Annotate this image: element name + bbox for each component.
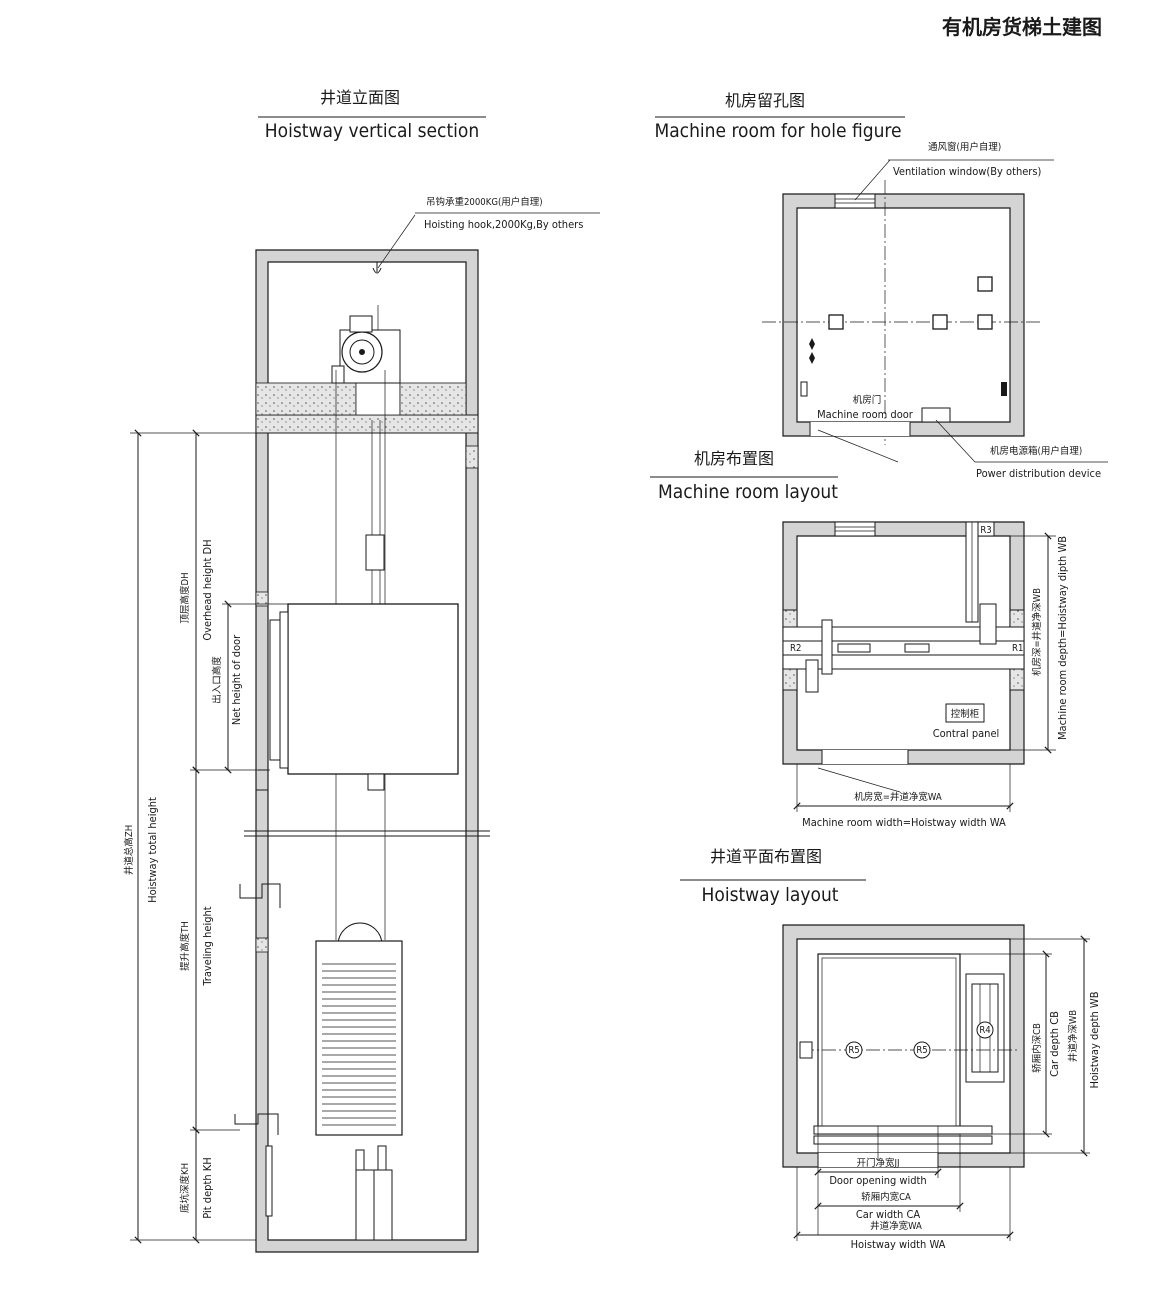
mr-width-en: Machine room width=Hoistway width WA — [802, 816, 1006, 829]
r5-label-1: R5 — [848, 1045, 859, 1056]
r4-label: R4 — [979, 1025, 990, 1036]
door-open-cn: 开门净宽JJ — [856, 1157, 899, 1169]
machine-room-hole-figure: 机房留孔图 Machine room for hole figure 通风窗(用… — [654, 91, 1108, 480]
hv-title-en: Hoistway vertical section — [265, 120, 479, 142]
pit-depth-cn: 底坑深度KH — [179, 1163, 191, 1213]
mr-door-en: Machine room door — [817, 408, 914, 421]
car-width-cn: 轿厢内宽CA — [861, 1191, 911, 1203]
vent-label-en: Ventilation window(By others) — [893, 165, 1042, 178]
car-outline — [817, 953, 961, 1135]
total-height-en: Hoistway total height — [146, 797, 159, 903]
hw-width-cn: 井道净宽WA — [870, 1220, 922, 1232]
door-open-en: Door opening width — [829, 1174, 926, 1187]
counterweight — [315, 922, 403, 1136]
hl-title-en: Hoistway layout — [702, 884, 839, 906]
page-title: 有机房货梯土建图 — [942, 15, 1102, 39]
hoistway-layout: 井道平面布置图 Hoistway layout R4 R5 R5 — [680, 847, 1101, 1251]
dimension-lines-vertical — [130, 429, 288, 1244]
machine-room-layout: 机房布置图 Machine room layout R3 R2 R1 控制柜 C… — [650, 449, 1069, 829]
car-depth-en: Car depth CB — [1048, 1011, 1061, 1077]
total-height-cn: 井道总高ZH — [123, 825, 135, 875]
vent-label-cn: 通风窗(用户自理) — [928, 141, 1001, 153]
ml-title-en: Machine room layout — [658, 481, 838, 503]
car-depth-cn: 轿厢内深CB — [1031, 1023, 1043, 1073]
door-height-en: Net height of door — [230, 634, 243, 725]
r5-label-2: R5 — [916, 1045, 927, 1056]
travel-height-en: Traveling height — [201, 906, 214, 986]
mh-title-cn: 机房留孔图 — [725, 91, 805, 110]
machine-floor-slab — [255, 414, 479, 434]
door-height-cn: 出入口高度 — [211, 656, 223, 704]
hv-title-cn: 井道立面图 — [320, 88, 400, 107]
hoistway-vertical-section: 井道立面图 Hoistway vertical section 吊钩承重2000… — [123, 88, 600, 1253]
hw-depth-en: Hoistway depth WB — [1088, 991, 1101, 1088]
panel-label-cn: 控制柜 — [951, 708, 980, 720]
car-width-en: Car width CA — [856, 1208, 921, 1221]
hw-width-en: Hoistway width WA — [851, 1238, 946, 1251]
power-label-cn: 机房电源箱(用户自理) — [990, 445, 1082, 457]
shaft-wall — [255, 249, 479, 1253]
traction-machine — [331, 305, 401, 384]
r3-label: R3 — [980, 525, 991, 536]
mr-depth-cn: 机房深=井道净深WB — [1031, 588, 1043, 676]
mh-title-en: Machine room for hole figure — [654, 120, 901, 142]
overhead-en: Overhead height DH — [201, 539, 214, 640]
hook-label-cn: 吊钩承重2000KG(用户自理) — [426, 196, 543, 208]
mr-width-cn: 机房宽=井道净宽WA — [854, 791, 942, 803]
ml-title-cn: 机房布置图 — [694, 449, 774, 468]
elevator-car — [269, 534, 459, 791]
r1-label: R1 — [1012, 643, 1023, 654]
power-label-en: Power distribution device — [976, 467, 1101, 480]
hook-label-en: Hoisting hook,2000Kg,By others — [424, 218, 583, 231]
pit-depth-en: Pit depth KH — [201, 1157, 214, 1218]
mr-depth-en: Machine room depth=Hoistway dipth WB — [1056, 536, 1069, 740]
mr-door-cn: 机房门 — [853, 394, 882, 406]
travel-height-cn: 提升高度TH — [179, 921, 191, 971]
buffers — [265, 1145, 393, 1241]
hw-depth-cn: 井道净深WB — [1067, 1010, 1079, 1062]
r2-label: R2 — [790, 643, 801, 654]
overhead-cn: 顶层高度DH — [179, 572, 191, 623]
machine-room-wall-1 — [782, 193, 1025, 437]
panel-label-en: Contral panel — [933, 727, 1000, 740]
hl-title-cn: 井道平面布置图 — [710, 847, 822, 866]
floor-holes — [800, 276, 1007, 397]
